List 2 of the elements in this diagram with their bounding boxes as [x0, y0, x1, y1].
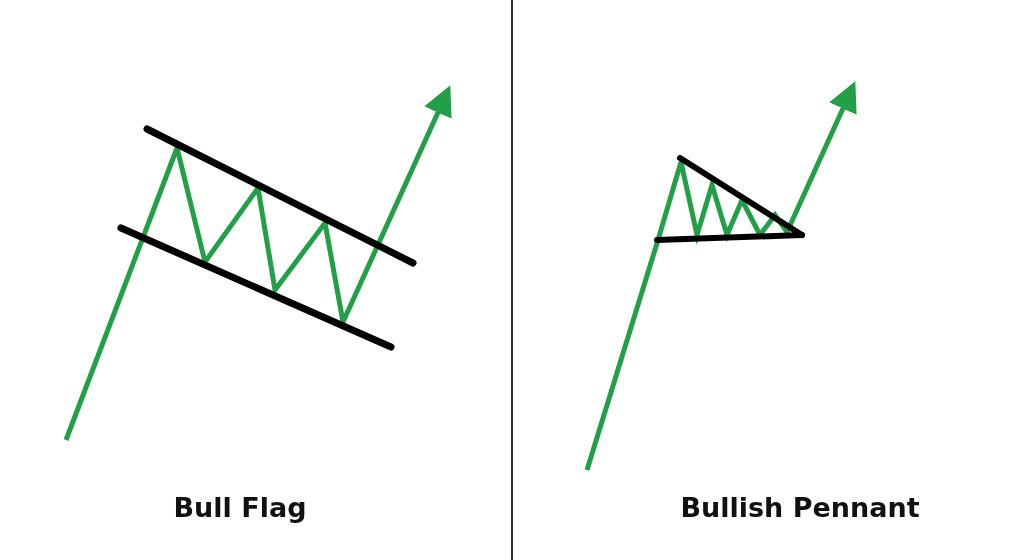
pattern-caption: Bullish Pennant — [680, 492, 920, 523]
pattern-caption: Bull Flag — [173, 492, 307, 523]
